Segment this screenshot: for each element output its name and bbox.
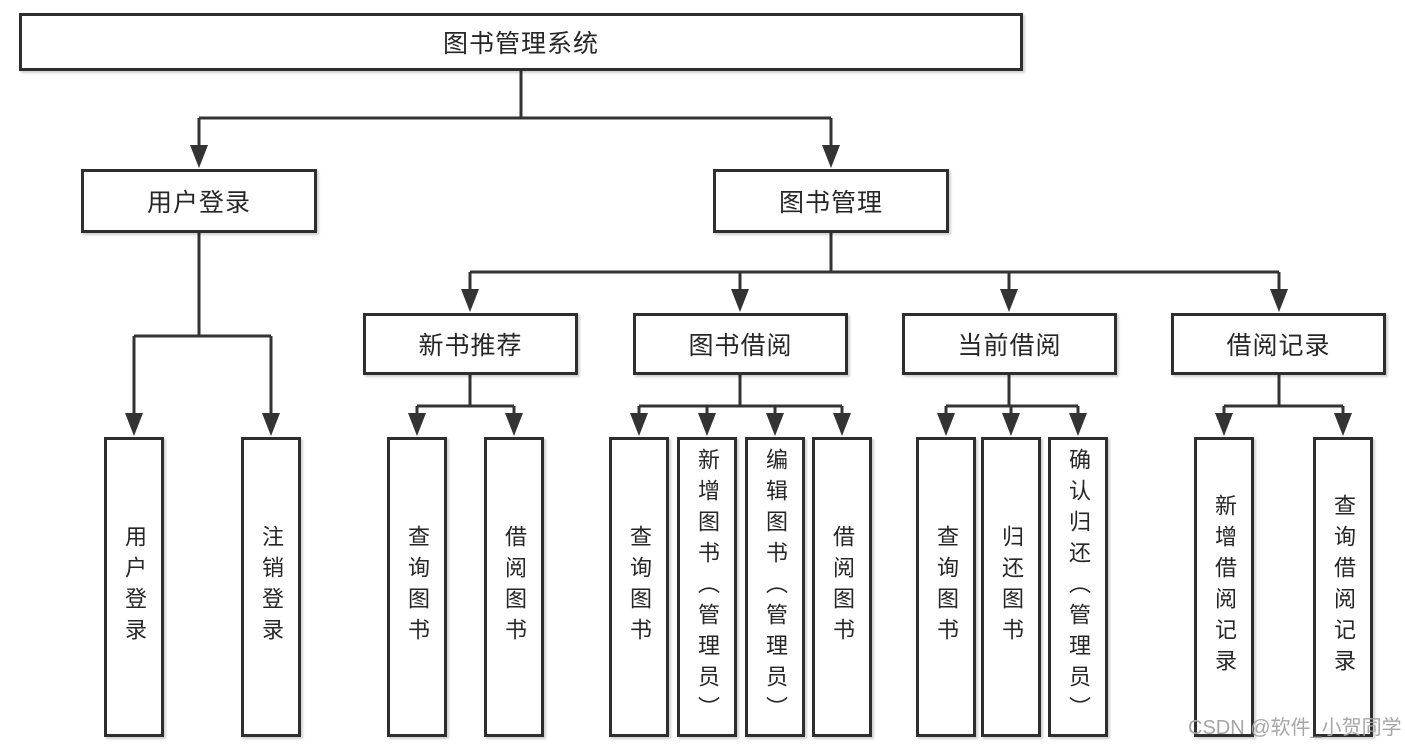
arrowhead-current bbox=[1000, 289, 1018, 312]
leaf-borrow-books-borrowing: 借阅图书 bbox=[812, 437, 872, 737]
leaf-query-books-borrowing: 查询图书 bbox=[609, 437, 669, 737]
node-label: 当前借阅 bbox=[957, 332, 1062, 360]
node-label: 编辑图书（管理员） bbox=[763, 447, 788, 727]
arrowhead-leaf-add-book bbox=[698, 413, 716, 436]
leaf-add-book-admin: 新增图书（管理员） bbox=[677, 437, 737, 737]
leaf-confirm-return-admin: 确认归还（管理员） bbox=[1048, 437, 1108, 737]
arrowhead-leaf-edit-book bbox=[766, 413, 784, 436]
node-new-book-recommendation: 新书推荐 bbox=[363, 313, 578, 375]
arrowhead-leaf-query-recommend bbox=[408, 413, 426, 436]
arrowhead-leaf-confirm-return bbox=[1069, 413, 1087, 436]
arrowhead-leaf-logout bbox=[262, 413, 280, 436]
arrowhead-leaf-query-borrowing bbox=[630, 413, 648, 436]
node-label: 图书借阅 bbox=[688, 332, 793, 360]
arrowhead-leaf-query-record bbox=[1334, 413, 1352, 436]
connector-root-to-level2 bbox=[197, 71, 833, 147]
arrowhead-leaf-borrow-recommend bbox=[505, 413, 523, 436]
arrowhead-records bbox=[1270, 289, 1288, 312]
node-label: 用户登录 bbox=[122, 525, 147, 649]
arrowhead-leaf-user-login bbox=[125, 413, 143, 436]
leaf-query-books-recommend: 查询图书 bbox=[387, 437, 447, 737]
node-label: 查询借阅记录 bbox=[1331, 494, 1356, 680]
node-book-borrowing: 图书借阅 bbox=[633, 313, 848, 375]
node-borrowing-records: 借阅记录 bbox=[1171, 313, 1386, 375]
leaf-query-books-current: 查询图书 bbox=[916, 437, 976, 737]
node-label: 新增图书（管理员） bbox=[695, 447, 720, 727]
connector-recommend-branch bbox=[415, 375, 516, 415]
leaf-return-books: 归还图书 bbox=[981, 437, 1041, 737]
csdn-watermark: CSDN @软件_小贺同学 bbox=[1188, 717, 1402, 739]
node-label: 查询图书 bbox=[405, 525, 430, 649]
arrowhead-leaf-add-record bbox=[1215, 413, 1233, 436]
arrowhead-user-login bbox=[190, 145, 208, 168]
node-label: 借阅记录 bbox=[1226, 332, 1331, 360]
node-label: 图书管理系统 bbox=[442, 30, 599, 58]
node-label: 归还图书 bbox=[999, 525, 1024, 649]
node-current-borrowing: 当前借阅 bbox=[902, 313, 1117, 375]
connector-current-branch bbox=[944, 375, 1080, 415]
node-label: 新书推荐 bbox=[418, 332, 523, 360]
node-user-login: 用户登录 bbox=[81, 169, 317, 233]
connector-records-branch bbox=[1222, 375, 1345, 415]
node-label: 图书管理 bbox=[778, 189, 883, 217]
node-label: 用户登录 bbox=[146, 189, 251, 217]
arrowhead-leaf-query-current bbox=[937, 413, 955, 436]
leaf-user-login: 用户登录 bbox=[104, 437, 164, 737]
node-book-management: 图书管理 bbox=[713, 169, 949, 233]
leaf-borrow-books-recommend: 借阅图书 bbox=[484, 437, 544, 737]
connector-book-mgmt-branch bbox=[468, 233, 1281, 291]
arrowhead-leaf-return-books bbox=[1002, 413, 1020, 436]
leaf-add-borrow-record: 新增借阅记录 bbox=[1194, 437, 1254, 737]
node-label: 注销登录 bbox=[259, 525, 284, 649]
node-label: 查询图书 bbox=[934, 525, 959, 649]
leaf-query-borrow-record: 查询借阅记录 bbox=[1313, 437, 1373, 737]
arrowhead-borrowing bbox=[731, 289, 749, 312]
leaf-logout: 注销登录 bbox=[241, 437, 301, 737]
leaf-edit-book-admin: 编辑图书（管理员） bbox=[745, 437, 805, 737]
node-label: 新增借阅记录 bbox=[1212, 494, 1237, 680]
node-label: 查询图书 bbox=[627, 525, 652, 649]
node-label: 确认归还（管理员） bbox=[1066, 447, 1091, 727]
arrowhead-book-mgmt bbox=[822, 145, 840, 168]
connector-borrowing-branch bbox=[637, 375, 844, 415]
node-label: 借阅图书 bbox=[502, 525, 527, 649]
arrowhead-recommend bbox=[461, 289, 479, 312]
connector-user-login-branch bbox=[132, 233, 273, 415]
node-library-system-root: 图书管理系统 bbox=[19, 13, 1023, 71]
arrowhead-leaf-borrow-borrowing bbox=[833, 413, 851, 436]
node-label: 借阅图书 bbox=[830, 525, 855, 649]
